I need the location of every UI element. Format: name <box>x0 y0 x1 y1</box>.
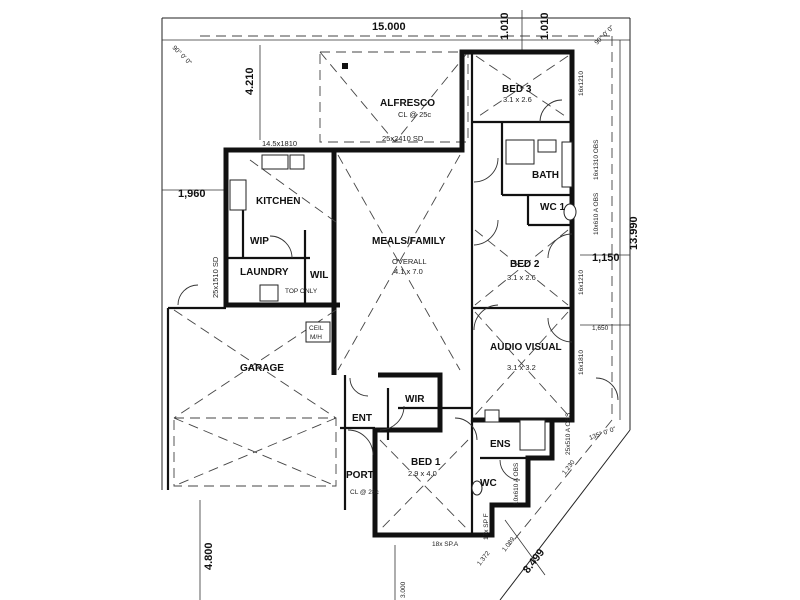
dim-front-setback: 4.800 <box>203 542 215 570</box>
dim-right-b: 1.010 <box>539 12 551 40</box>
wir-label: WIR <box>405 394 425 405</box>
internal-walls <box>226 52 572 535</box>
garage-area <box>166 302 340 490</box>
alfresco-area <box>319 51 469 143</box>
wc2-label: WC <box>480 478 497 489</box>
dim-right-setback-a: 1,150 <box>592 252 620 264</box>
meals-diagonals <box>249 55 569 531</box>
cooktop-icon <box>229 179 247 211</box>
bed2-size: 3.1 x 2.6 <box>507 273 536 282</box>
mh-label: M/H <box>310 334 322 341</box>
bed1-window-a: 18x SP.A <box>432 541 459 548</box>
wc1-label: WC 1 <box>540 202 565 213</box>
audio-window-spec: 16x1810 <box>578 350 585 375</box>
door-swings <box>177 99 619 481</box>
bed1-size: 2.9 x 4.0 <box>408 469 437 478</box>
laundry-label: LAUNDRY <box>240 267 289 278</box>
top-only-label: TOP ONLY <box>285 288 318 295</box>
bath-label: BATH <box>532 170 559 181</box>
audio-size: 3.1 x 3.2 <box>507 363 536 372</box>
shower-icon <box>505 139 535 165</box>
dimension-lines <box>162 10 630 600</box>
ens-label: ENS <box>490 439 511 450</box>
wc-toilet-icon <box>471 480 483 496</box>
wip-label: WIP <box>250 236 269 247</box>
bed2-window-spec: 16x1210 <box>578 270 585 295</box>
meals-overall-label: OVERALL <box>392 257 427 266</box>
bed1-label: BED 1 <box>411 457 441 468</box>
wc1-window-spec: 10x610 A OBS <box>593 192 600 235</box>
meals-label: MEALS/FAMILY <box>372 236 446 247</box>
dim-left-setback: 1,960 <box>178 188 206 200</box>
laundry-tub-icon <box>259 284 279 302</box>
dim-bed1-diag-a: 1.089 <box>501 536 517 553</box>
dim-right-a: 1.010 <box>499 12 511 40</box>
port-label: PORT <box>346 470 374 481</box>
garage-label: GARAGE <box>240 363 284 374</box>
ceil-label: CEIL <box>309 325 324 332</box>
ens-window-spec: 25x510 A OBS <box>565 412 572 455</box>
audio-label: AUDIO VISUAL <box>490 342 562 353</box>
angle-top-left: 90° 0' 0" <box>171 44 194 67</box>
laundry-door-spec: 25x1510 SD <box>211 256 220 298</box>
ens-shower-icon <box>519 419 546 451</box>
dishwasher-icon <box>289 154 305 170</box>
dim-front: 3.000 <box>400 581 407 598</box>
wc2-window-spec: 10x610 A OBS <box>513 462 520 505</box>
bed3-window-spec: 16x1210 <box>578 71 585 96</box>
bath-window-spec: 16x1310 OBS <box>593 139 600 180</box>
dim-diag-c: 1.372 <box>476 550 492 567</box>
alfresco-note: CL @ 25c <box>398 110 431 119</box>
alfresco-door-spec: 25x2410 SD <box>382 134 424 143</box>
vanity-icon <box>537 139 557 153</box>
bed2-label: BED 2 <box>510 259 540 270</box>
angle-top-right: 90° 0' 0" <box>593 23 616 46</box>
alfresco-label: ALFRESCO <box>380 98 435 109</box>
dim-rear-setback: 4.210 <box>244 67 256 95</box>
fixtures <box>229 139 577 496</box>
dim-top-width: 15.000 <box>372 21 406 33</box>
kitchen-window-spec: 14.5x1810 <box>262 139 297 148</box>
toilet-icon <box>563 203 577 221</box>
property-boundary <box>161 17 631 600</box>
bed3-size: 3.1 x 2.6 <box>503 95 532 104</box>
bathtub-icon <box>561 141 573 188</box>
dim-bed1-diag-b: 8.499 <box>521 547 547 576</box>
kitchen-sink-icon <box>261 154 289 170</box>
dim-right-setback-b: 1,650 <box>592 325 609 332</box>
dim-side-diag: 1.230 <box>561 459 577 476</box>
bed1-window-b: 17x SP F <box>483 513 490 540</box>
meals-size: 4.1 x 7.0 <box>394 267 423 276</box>
bed3-label: BED 3 <box>502 84 532 95</box>
ens-vanity-icon <box>484 409 500 423</box>
port-note: CL @ 28c <box>350 489 380 496</box>
ent-label: ENT <box>352 413 372 424</box>
kitchen-label: KITCHEN <box>256 196 300 207</box>
angle-bottom-right: 135° 0' 0" <box>588 425 618 442</box>
wil-label: WIL <box>310 270 328 281</box>
dim-depth: 13.990 <box>628 216 640 250</box>
